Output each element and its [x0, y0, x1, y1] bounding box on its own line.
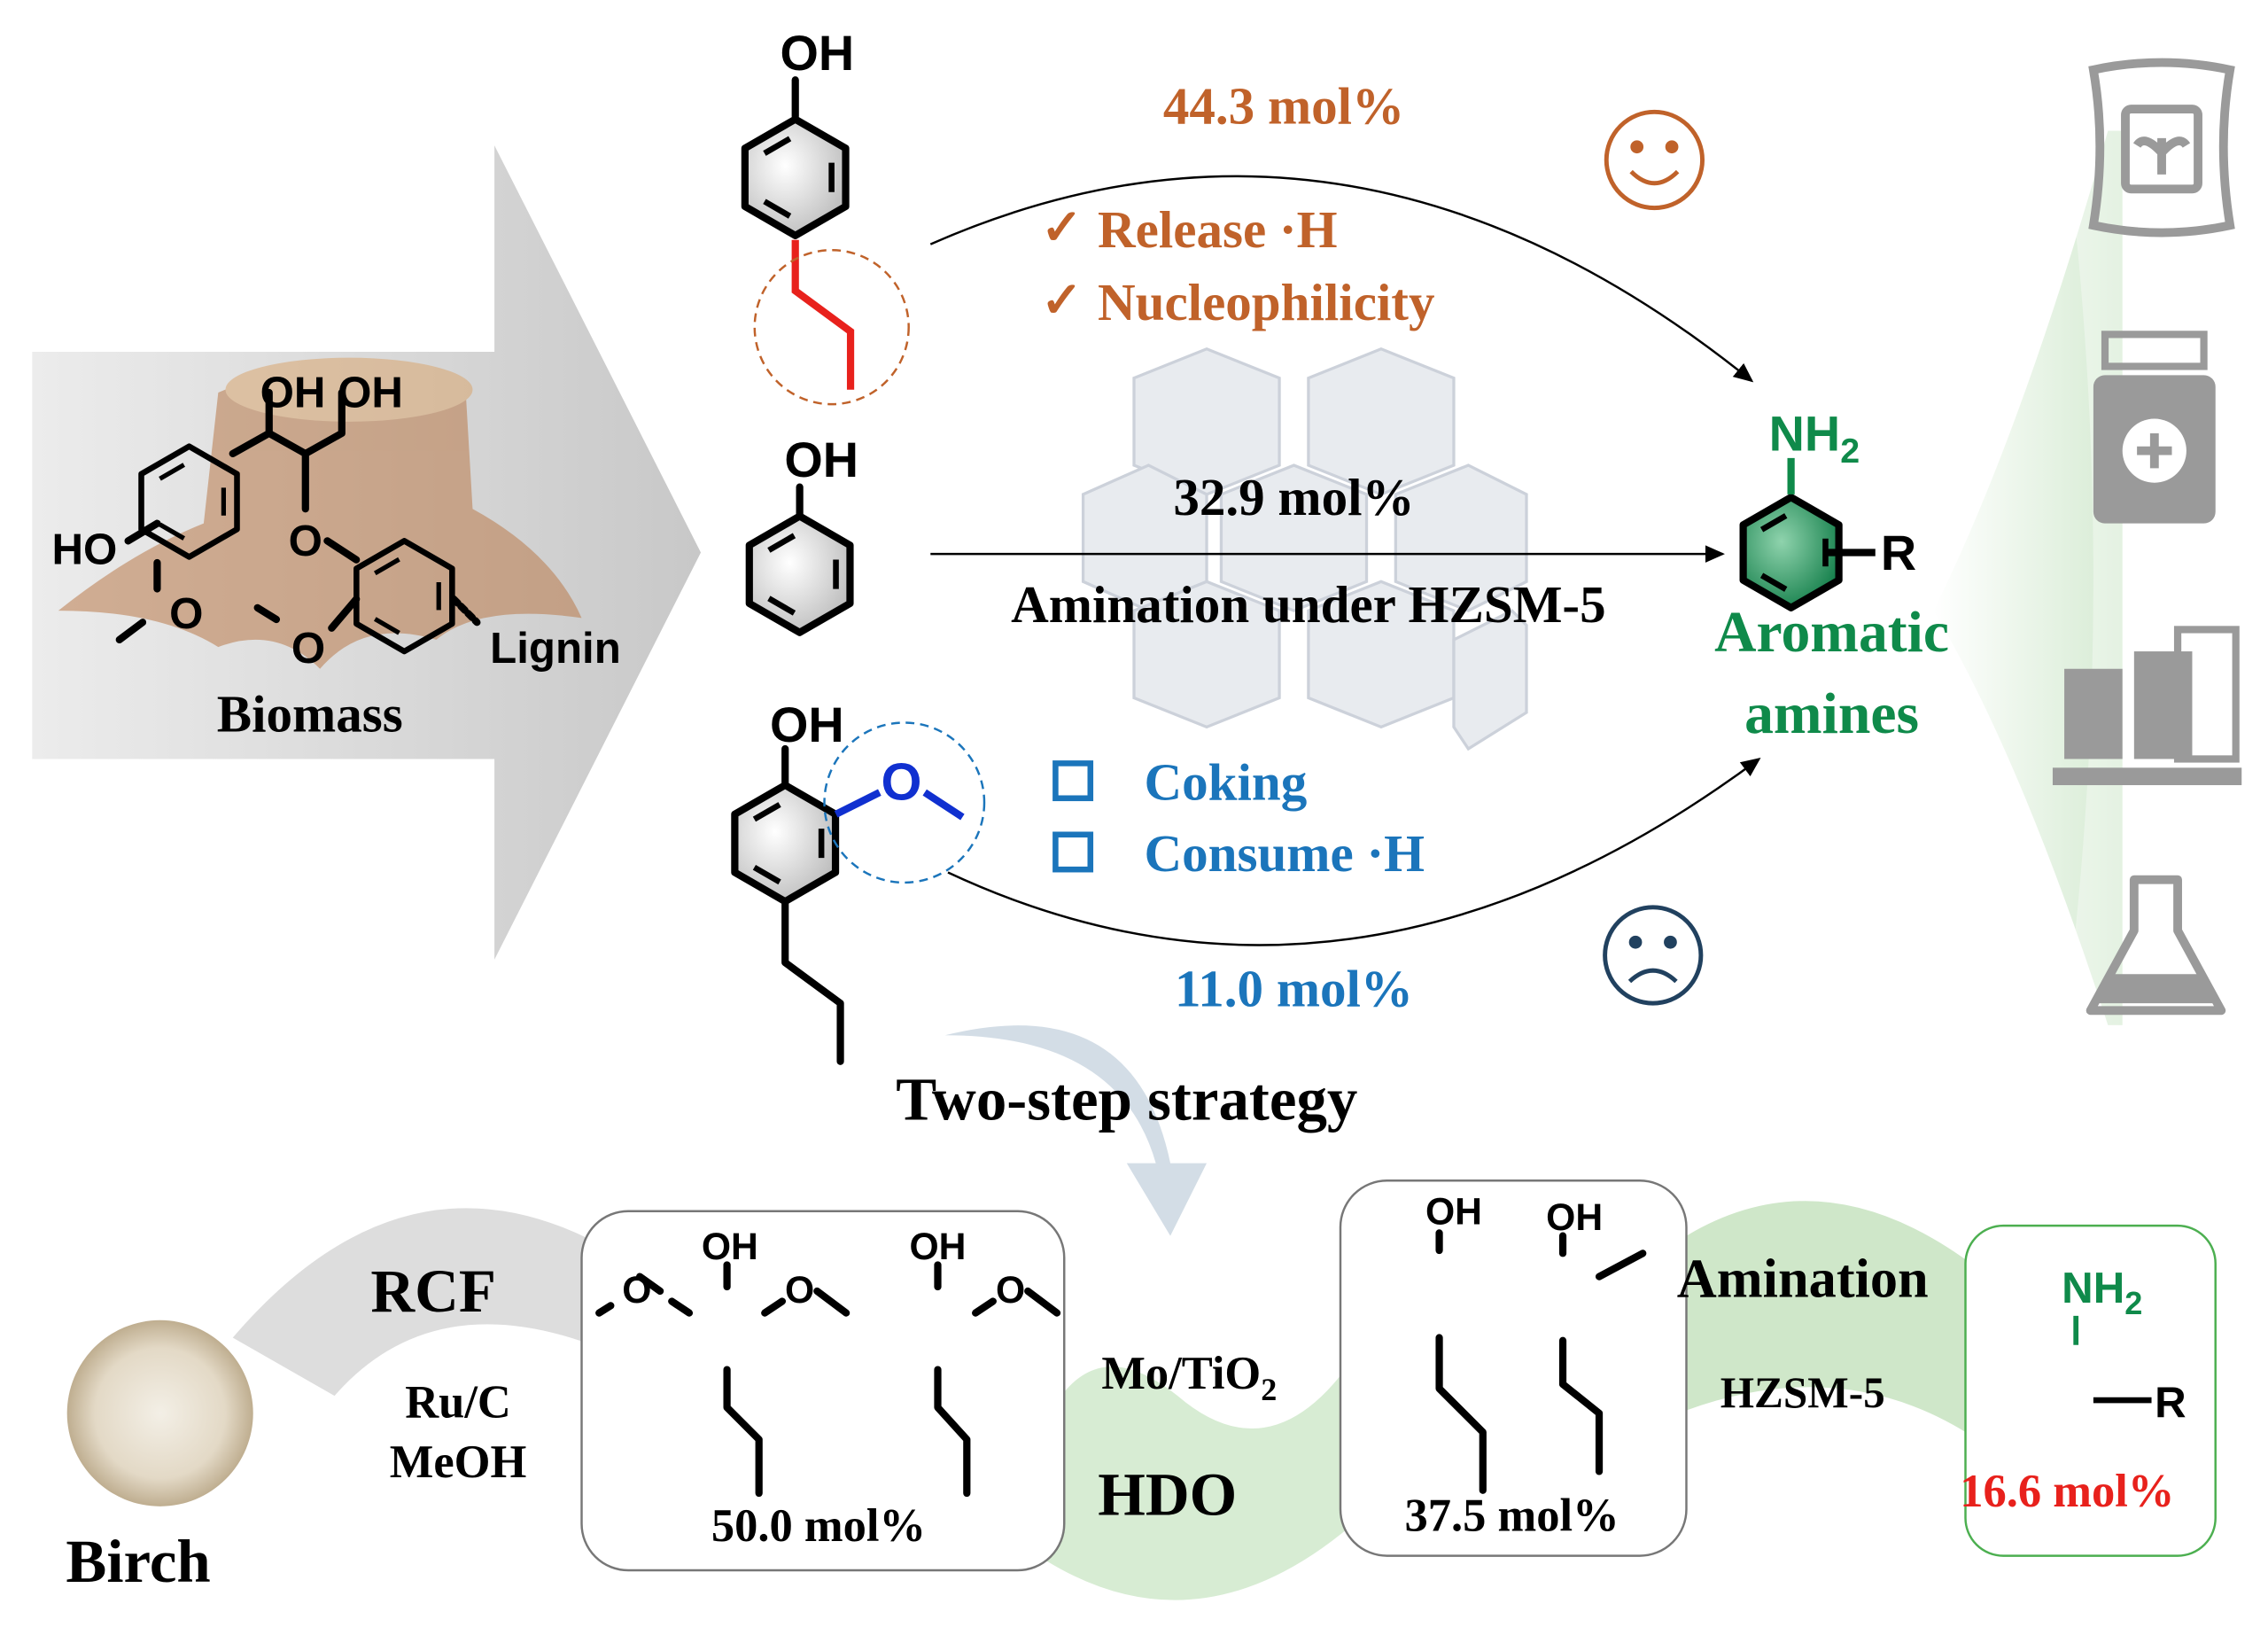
hdo-band [1017, 1337, 1367, 1600]
applications-fan-shade [2064, 130, 2268, 1025]
birch-sawdust-image [66, 1320, 253, 1506]
lignin-ring-1 [138, 443, 240, 560]
rcf-catalyst: Ru/C [405, 1377, 511, 1428]
rcf-solvent: MeOH [390, 1436, 527, 1488]
ring-double-bond [763, 199, 792, 219]
two-step-curved-arrow [944, 1025, 1208, 1236]
bottom-route-yield: 11.0 mol% [1175, 959, 1413, 1017]
flask-icon [2085, 875, 2226, 1016]
final-product-box [1964, 1224, 2217, 1557]
box2-bonds [1435, 1229, 1647, 1494]
rcf-products-box [580, 1210, 1066, 1572]
box1-o-2: O [785, 1269, 814, 1312]
hdo-catalyst: Mo/TiO2 [1101, 1348, 1277, 1407]
empty-checkbox-icon [1052, 760, 1094, 802]
product-nh2: NH2 [1769, 407, 1860, 471]
birch-label: Birch [66, 1528, 210, 1595]
biomass-oh-labels: OH OH [260, 368, 403, 416]
zeolite-framework-illustration [1081, 347, 1528, 751]
factory-icon [2052, 626, 2242, 786]
biomass-methoxy-o: O [169, 589, 203, 638]
lignin-label: Lignin [490, 624, 621, 673]
rcf-band [232, 1208, 611, 1397]
amination-band [1686, 1201, 1992, 1440]
ring-double-bond [752, 864, 781, 885]
biomass-ho-label: HO [51, 525, 117, 574]
ring-outline [138, 443, 240, 560]
lignin-structure [115, 388, 481, 644]
ring-double-bond [1759, 513, 1788, 533]
propyl-chain-highlight [791, 239, 855, 390]
box1-oh-1: OH [702, 1226, 758, 1268]
ring-double-bond [1759, 572, 1788, 592]
top-route-yield: 44.3 mol% [1163, 76, 1404, 135]
ring-double-bond [159, 463, 185, 481]
amination-label: Amination [1677, 1249, 1929, 1310]
biomass-methoxy-o2: O [291, 624, 325, 673]
propylguaiacol-oh: OH [770, 697, 844, 752]
checkmark-icon: ✓ [1041, 201, 1083, 256]
ring-double-bond [373, 557, 400, 576]
biomass-label: Biomass [217, 684, 403, 743]
ring-double-bond [767, 533, 796, 553]
middle-route-yield: 32.9 mol% [1173, 468, 1414, 526]
biomass-ether-o: O [289, 517, 322, 565]
box1-o-1: O [622, 1269, 651, 1312]
applications-fan [1933, 130, 2123, 1025]
lignin-ring-2 [353, 538, 455, 655]
ring-double-bond [752, 802, 781, 822]
phenol-oh: OH [784, 432, 858, 487]
propylphenol-oh: OH [780, 26, 854, 81]
box1-yield: 50.0 mol% [711, 1500, 926, 1552]
rcf-label: RCF [370, 1257, 496, 1325]
product-r-group: R [1881, 525, 1916, 580]
medicine-bottle-icon [2093, 331, 2216, 524]
box1-bonds [595, 1261, 1061, 1498]
propylguaiacol-ring [731, 781, 840, 906]
ring-outline [353, 538, 455, 655]
advantage-release-h: Release ·H [1098, 200, 1338, 259]
phenol-ring [745, 512, 854, 636]
sad-face-icon [1603, 905, 1704, 1006]
propylphenol-ring [741, 115, 850, 239]
ring-double-bond [159, 522, 185, 541]
hdo-label: HDO [1098, 1461, 1237, 1529]
box2-oh-1: OH [1425, 1191, 1482, 1234]
fertilizer-bag-icon [2088, 58, 2235, 237]
amination-condition: Amination under HZSM-5 [1011, 575, 1606, 634]
top-route-arrow [929, 175, 1754, 383]
smiley-icon [1604, 109, 1705, 211]
final-nh2: NH2 [2062, 1264, 2142, 1321]
ring-double-bond [767, 596, 796, 616]
box1-o-3: O [996, 1269, 1025, 1312]
box2-oh-2: OH [1546, 1196, 1603, 1239]
checkmark-icon: ✓ [1041, 274, 1083, 329]
propyl-highlight-circle [753, 248, 910, 406]
drawback-coking: Coking [1144, 752, 1307, 811]
box1-oh-2: OH [910, 1226, 967, 1268]
ring-double-bond [373, 617, 400, 635]
aromatic-amines-label-2: amines [1744, 682, 1919, 746]
final-r-group: R [2155, 1379, 2186, 1428]
methoxy-highlight-circle [823, 721, 986, 884]
final-yield: 16.6 mol% [1960, 1466, 2174, 1517]
box2-yield: 37.5 mol% [1405, 1491, 1619, 1542]
aromatic-amines-label-1: Aromatic [1714, 601, 1949, 665]
two-step-title: Two-step strategy [896, 1065, 1357, 1133]
methoxy-o: O [882, 752, 922, 811]
bottom-route-arrow [947, 758, 1761, 946]
empty-checkbox-icon [1052, 831, 1094, 873]
ring-double-bond [763, 136, 792, 156]
drawback-consume-h: Consume ·H [1144, 824, 1425, 883]
amination-catalyst: HZSM-5 [1720, 1368, 1885, 1417]
advantage-nucleophilicity: Nucleophilicity [1098, 273, 1435, 331]
